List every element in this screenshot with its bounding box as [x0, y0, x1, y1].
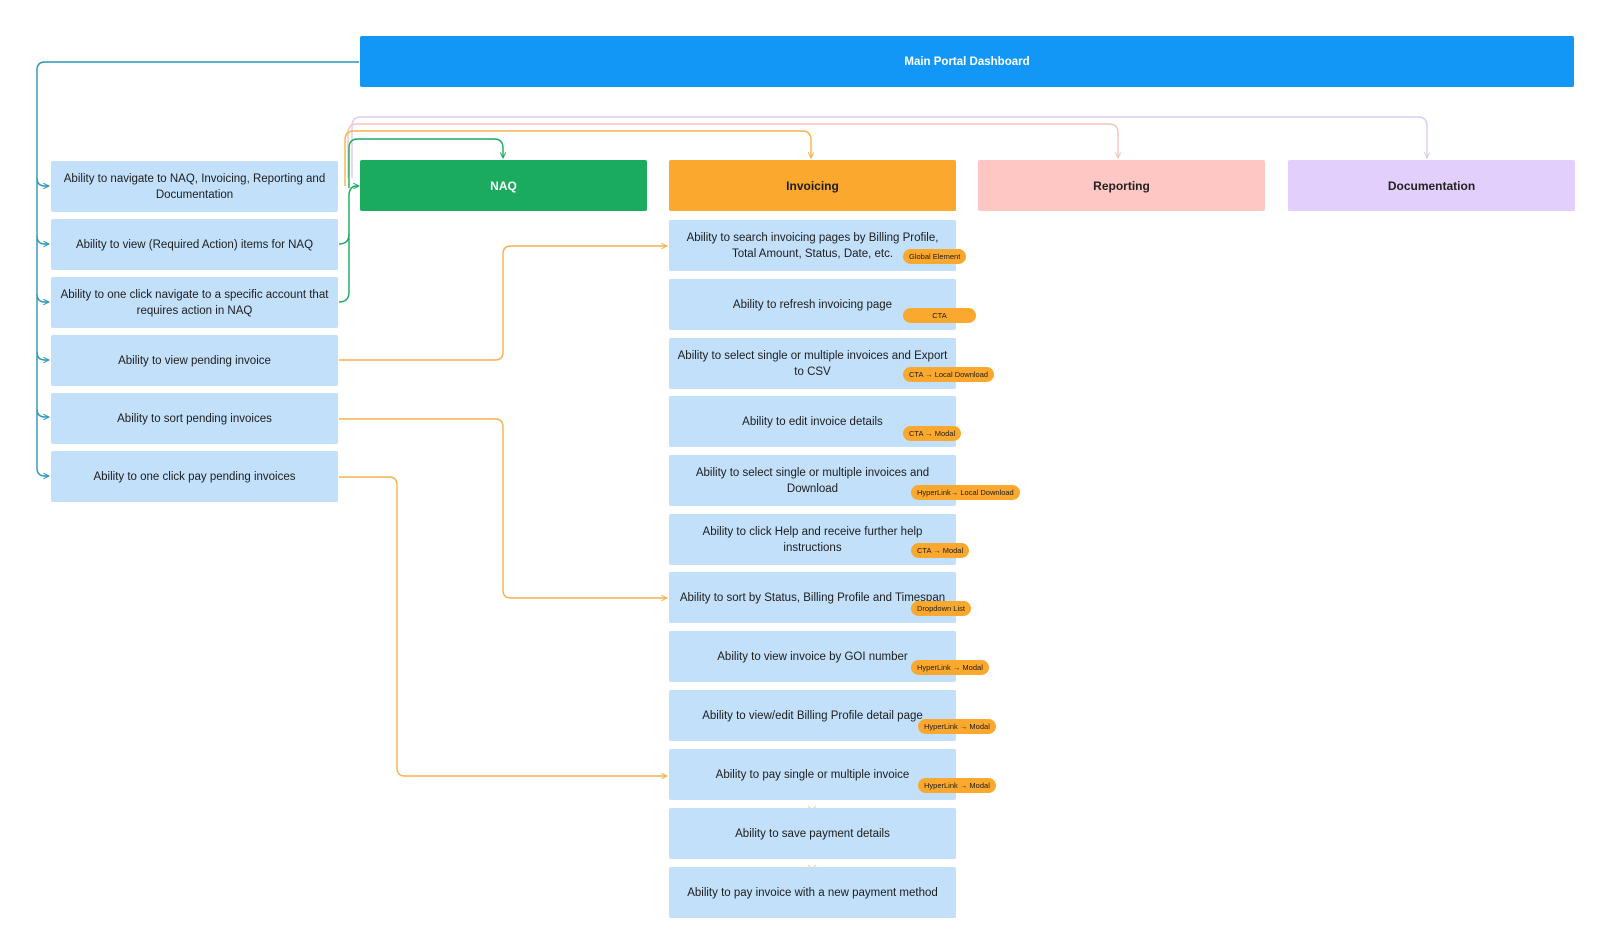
element-type-badge: HyperLink → Modal [918, 719, 996, 734]
invoicing-item: Ability to sort by Status, Billing Profi… [669, 572, 956, 623]
documentation-header[interactable]: Documentation [1288, 160, 1575, 211]
invoicing-item-label: Ability to click Help and receive furthe… [702, 525, 923, 554]
connector-pending-to-search [339, 246, 667, 361]
naq-header[interactable]: NAQ [360, 160, 647, 211]
left-item-label: Ability to one click navigate to a speci… [60, 288, 329, 317]
element-type-badge: CTA → Modal [903, 426, 962, 441]
invoicing-item-label: Ability to sort by Status, Billing Profi… [679, 591, 946, 604]
invoicing-item-label: Ability to view invoice by GOI number [717, 650, 908, 663]
element-type-badge: Dropdown List [911, 601, 971, 616]
element-type-badge: HyperLink → Modal [911, 660, 989, 675]
invoicing-item-label: Ability to save payment details [735, 827, 890, 840]
invoicing-item-label: Ability to select single or multiple inv… [695, 466, 930, 495]
left-item: Ability to one click pay pending invoice… [51, 451, 338, 502]
invoicing-item: Ability to click Help and receive furthe… [669, 514, 956, 565]
main-portal-dashboard[interactable]: Main Portal Dashboard [360, 36, 1574, 87]
element-type-badge: HyperLink → Modal [918, 778, 996, 793]
invoicing-item: Ability to view invoice by GOI number [669, 631, 956, 682]
left-item-label: Ability to one click pay pending invoice… [93, 470, 296, 483]
element-type-badge: HyperLink→ Local Download [911, 485, 1020, 500]
connector-sort-to-sort [339, 418, 667, 598]
element-type-badge: CTA → Local Download [903, 367, 995, 382]
invoicing-header[interactable]: Invoicing [669, 160, 956, 211]
invoicing-item-label: Ability to view/edit Billing Profile det… [702, 709, 923, 722]
invoicing-item-label: Ability to refresh invoicing page [732, 298, 893, 311]
invoicing-item-label: Ability to pay invoice with a new paymen… [687, 886, 938, 899]
invoicing-item: Ability to pay single or multiple invoic… [669, 749, 956, 800]
naq-title: NAQ [490, 178, 517, 193]
invoicing-item: Ability to view/edit Billing Profile det… [669, 690, 956, 741]
element-type-badge: CTA [903, 308, 976, 323]
invoicing-item-label: Ability to search invoicing pages by Bil… [686, 231, 939, 260]
invoicing-item-label: Ability to edit invoice details [742, 415, 883, 428]
connector-pay-to-pay [339, 476, 667, 776]
dashboard-title: Main Portal Dashboard [904, 55, 1030, 68]
reporting-title: Reporting [1093, 178, 1150, 193]
left-item: Ability to navigate to NAQ, Invoicing, R… [51, 161, 338, 212]
left-item-label: Ability to view pending invoice [118, 354, 271, 367]
left-item: Ability to view (Required Action) items … [51, 219, 338, 270]
left-item: Ability to one click navigate to a speci… [51, 277, 338, 328]
left-item: Ability to sort pending invoices [51, 393, 338, 444]
invoicing-item: Ability to pay invoice with a new paymen… [669, 867, 956, 918]
left-item-label: Ability to view (Required Action) items … [75, 238, 314, 251]
documentation-title: Documentation [1387, 178, 1476, 193]
invoicing-item-label: Ability to select single or multiple inv… [677, 349, 948, 378]
element-type-badge: Global Element [903, 249, 967, 264]
invoicing-item: Ability to search invoicing pages by Bil… [669, 220, 956, 271]
invoicing-item: Ability to save payment details [669, 808, 956, 859]
element-type-badge: CTA → Modal [911, 543, 970, 558]
reporting-header[interactable]: Reporting [978, 160, 1265, 211]
invoicing-title: Invoicing [786, 178, 839, 193]
invoicing-item-label: Ability to pay single or multiple invoic… [715, 768, 910, 781]
left-item-label: Ability to sort pending invoices [117, 412, 272, 425]
left-item-label: Ability to navigate to NAQ, Invoicing, R… [63, 172, 326, 201]
left-item: Ability to view pending invoice [51, 335, 338, 386]
invoicing-item: Ability to select single or multiple inv… [669, 455, 956, 506]
connector-left-naq [338, 186, 359, 303]
